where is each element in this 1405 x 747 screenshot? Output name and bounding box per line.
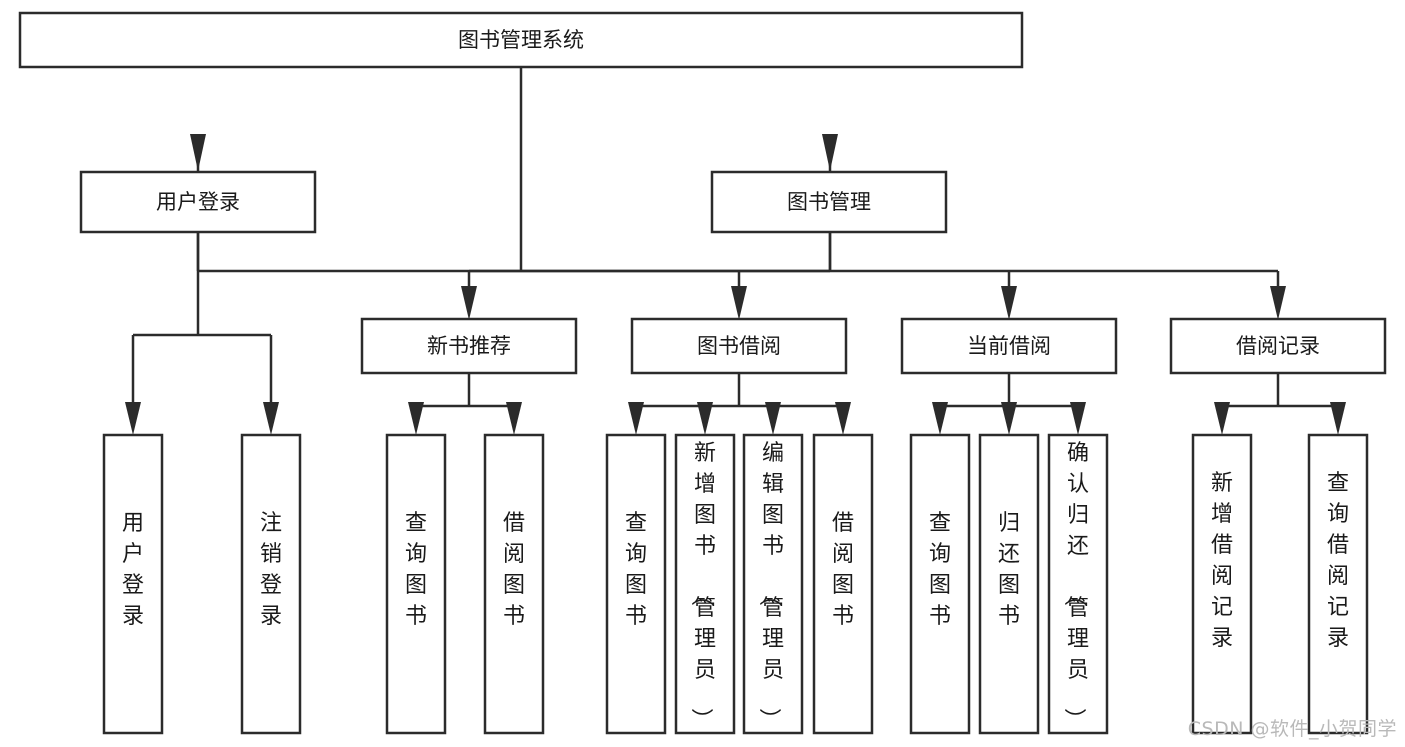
node-root-box[interactable] <box>18 11 1024 69</box>
node-leaf-borrow-book-1-box[interactable] <box>483 433 545 735</box>
node-leaf-user-logout-box[interactable] <box>240 433 302 735</box>
arrowhead-leaf-user-logout <box>263 402 279 435</box>
node-book-manage[interactable]: 图书管理 <box>710 170 948 234</box>
node-leaf-confirm-return[interactable]: 确认归还（管理员） <box>1047 433 1109 735</box>
node-leaf-confirm-return-box[interactable] <box>1047 433 1109 735</box>
node-borrow-record[interactable]: 借阅记录 <box>1169 317 1387 375</box>
node-leaf-query-book-2-label: 查询图书 <box>625 511 647 629</box>
node-leaf-user-logout[interactable]: 注销登录 <box>240 433 302 735</box>
node-leaf-return-book-box[interactable] <box>978 433 1040 735</box>
node-leaf-query-book-2[interactable]: 查询图书 <box>605 433 667 735</box>
node-book-manage-box[interactable] <box>710 170 948 234</box>
node-leaf-edit-book[interactable]: 编辑图书（管理员） <box>742 433 804 735</box>
arrowhead-user-login <box>190 134 206 171</box>
node-leaf-query-book-3[interactable]: 查询图书 <box>909 433 971 735</box>
node-new-book-recommend-box[interactable] <box>360 317 578 375</box>
arrowhead-leaf-add-book <box>697 402 713 435</box>
node-leaf-query-book-3-box[interactable] <box>909 433 971 735</box>
node-leaf-add-record-box[interactable] <box>1191 433 1253 735</box>
node-leaf-add-book[interactable]: 新增图书（管理员） <box>674 433 736 735</box>
arrowhead-book-manage <box>822 134 838 171</box>
node-leaf-user-login-label: 用户登录 <box>122 511 144 629</box>
node-leaf-edit-book-label: 编辑图书（管理员） <box>756 441 784 730</box>
node-borrow-record-label: 借阅记录 <box>1236 334 1320 358</box>
node-book-borrow-box[interactable] <box>630 317 848 375</box>
node-current-borrow-label: 当前借阅 <box>967 334 1051 358</box>
node-user-login-box[interactable] <box>79 170 317 234</box>
node-book-borrow-label: 图书借阅 <box>697 334 781 358</box>
node-leaf-user-login[interactable]: 用户登录 <box>102 433 164 735</box>
node-new-book-recommend-label: 新书推荐 <box>427 334 511 358</box>
arrowhead-leaf-query-book-3 <box>932 402 948 435</box>
node-leaf-user-login-box[interactable] <box>102 433 164 735</box>
node-leaf-borrow-book-1[interactable]: 借阅图书 <box>483 433 545 735</box>
node-leaf-add-book-label: 新增图书（管理员） <box>688 441 716 730</box>
node-leaf-borrow-book-2[interactable]: 借阅图书 <box>812 433 874 735</box>
arrowhead-leaf-add-record <box>1214 402 1230 435</box>
node-leaf-query-record-box[interactable] <box>1307 433 1369 735</box>
node-leaf-add-record[interactable]: 新增借阅记录 <box>1191 433 1253 735</box>
arrowhead-leaf-return-book <box>1001 402 1017 435</box>
node-leaf-borrow-book-2-label: 借阅图书 <box>832 511 854 629</box>
arrowhead-leaf-borrow-book-1 <box>506 402 522 435</box>
csdn-watermark: CSDN @软件_小贺同学 <box>1187 718 1397 740</box>
arrowhead-leaf-query-book-2 <box>628 402 644 435</box>
node-borrow-record-box[interactable] <box>1169 317 1387 375</box>
node-leaf-query-book-2-box[interactable] <box>605 433 667 735</box>
node-leaf-borrow-book-2-box[interactable] <box>812 433 874 735</box>
node-current-borrow[interactable]: 当前借阅 <box>900 317 1118 375</box>
node-new-book-recommend[interactable]: 新书推荐 <box>360 317 578 375</box>
node-leaf-user-logout-label: 注销登录 <box>260 511 282 629</box>
arrowhead-leaf-edit-book <box>765 402 781 435</box>
node-root-label: 图书管理系统 <box>458 28 584 52</box>
arrowhead-leaf-borrow-book-2 <box>835 402 851 435</box>
arrowhead-borrow-record <box>1270 286 1286 320</box>
node-book-manage-label: 图书管理 <box>787 190 871 214</box>
edge-layer <box>125 67 1346 435</box>
node-leaf-query-record[interactable]: 查询借阅记录 <box>1307 433 1369 735</box>
node-book-borrow[interactable]: 图书借阅 <box>630 317 848 375</box>
node-leaf-borrow-book-1-label: 借阅图书 <box>503 511 525 629</box>
node-leaf-return-book[interactable]: 归还图书 <box>978 433 1040 735</box>
node-current-borrow-box[interactable] <box>900 317 1118 375</box>
node-leaf-query-book-1-label: 查询图书 <box>405 511 427 629</box>
arrowhead-leaf-user-login <box>125 402 141 435</box>
arrowhead-leaf-query-book-1 <box>408 402 424 435</box>
arrowhead-leaf-confirm-return <box>1070 402 1086 435</box>
node-leaf-query-record-label: 查询借阅记录 <box>1327 471 1349 651</box>
arrowhead-book-borrow <box>731 286 747 320</box>
node-leaf-return-book-label: 归还图书 <box>998 511 1020 629</box>
node-leaf-add-record-label: 新增借阅记录 <box>1211 471 1233 651</box>
node-leaf-confirm-return-label: 确认归还（管理员） <box>1061 441 1089 730</box>
arrowhead-leaf-query-record <box>1330 402 1346 435</box>
node-leaf-add-book-box[interactable] <box>674 433 736 735</box>
node-leaf-query-book-1[interactable]: 查询图书 <box>385 433 447 735</box>
node-user-login[interactable]: 用户登录 <box>79 170 317 234</box>
node-user-login-label: 用户登录 <box>156 190 240 214</box>
node-root[interactable]: 图书管理系统 <box>18 11 1024 69</box>
arrowhead-current-borrow <box>1001 286 1017 320</box>
node-leaf-query-book-3-label: 查询图书 <box>929 511 951 629</box>
node-leaf-edit-book-box[interactable] <box>742 433 804 735</box>
node-leaf-query-book-1-box[interactable] <box>385 433 447 735</box>
arrowhead-new-book-recommend <box>461 286 477 320</box>
